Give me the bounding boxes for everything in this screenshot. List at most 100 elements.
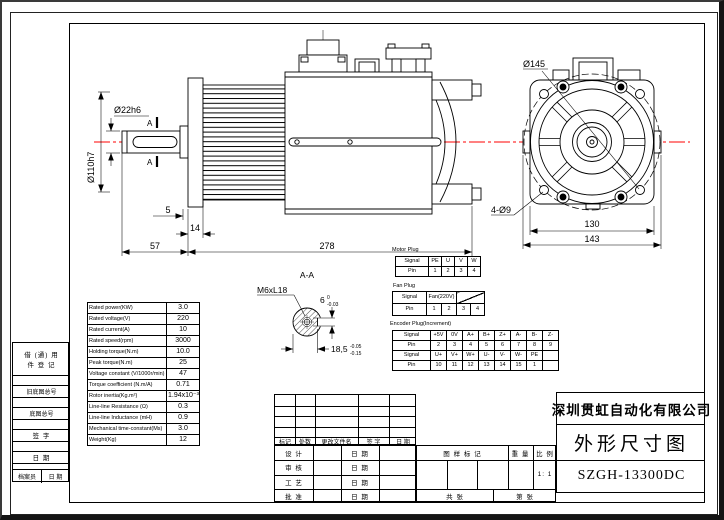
spec-value: 0.9 [166, 412, 200, 424]
review-label: 审 核 [285, 465, 303, 473]
total-sheets-label: 共 张 [446, 494, 464, 501]
borrowed-part-line2: 件 登 记 [27, 362, 56, 369]
borrowed-part-register-label: 借 (通) 用 件 登 记 [13, 343, 70, 375]
spec-label: Voltage constant (V/1000r/min) [87, 368, 167, 380]
spec-label: Weight(Kg) [87, 434, 167, 446]
plug-cell: 5 [478, 340, 495, 351]
table-row: Holding torque(N.m)10.0 [87, 346, 200, 358]
spec-value: 220 [166, 313, 200, 325]
old-base-drawing-no-label: 旧底图总号 [26, 389, 57, 396]
plug-cell: 3 [446, 340, 463, 351]
plug-cell: 1 [426, 303, 442, 316]
archivist-date-label: 日 期 [48, 474, 63, 481]
spec-label: Holding torque(N.m) [87, 346, 167, 358]
spec-label: Mechanical time-constant(Ms) [87, 423, 167, 435]
process-label: 工 艺 [285, 479, 303, 487]
plug-cell: 4 [467, 266, 481, 277]
plug-cell: 7 [510, 340, 527, 351]
plug-cell: 14 [494, 360, 511, 371]
plug-cell: Signal [392, 291, 427, 304]
rev-header-file: 更改文件名 [321, 440, 352, 446]
fan-plug-unused-cell [456, 291, 485, 304]
plug-cell: 0V [446, 330, 463, 341]
table-row: Signal Fan(220V) [392, 291, 485, 304]
spec-value: 47 [166, 368, 200, 380]
table-row: Line-line Resistance (Ω)0.3 [87, 401, 200, 413]
plug-cell: W+ [462, 350, 479, 361]
archivist-label: 档案员 [17, 474, 36, 481]
table-row: Rated speed(rpm)3000 [87, 335, 200, 347]
sheet-number-label: 第 张 [516, 494, 534, 501]
drawing-mark-label: 图 样 标 记 [443, 451, 482, 458]
mark-weight-scale-block: 图 样 标 记 重 量 比 例 1: 1 共 张 第 张 [416, 445, 556, 503]
signature-table: 设 计 日 期 审 核 日 期 工 艺 日 期 批 准 日 期 [274, 445, 416, 502]
spec-value: 3.0 [166, 423, 200, 435]
plug-cell: 10 [430, 360, 447, 371]
plug-cell: 3 [454, 266, 468, 277]
rev-header-sign: 签 字 [366, 440, 381, 446]
rev-header-date: 日 期 [396, 440, 410, 446]
spec-label: Rotor inertia(Kg.m²) [87, 390, 167, 402]
plug-cell: U- [478, 350, 495, 361]
plug-cell: 15 [510, 360, 527, 371]
spec-value: 10 [166, 324, 200, 336]
plug-cell [542, 360, 559, 371]
plug-cell: Z- [542, 330, 559, 341]
plug-cell: 2 [441, 266, 455, 277]
plug-cell: A+ [462, 330, 479, 341]
spec-value: 3.0 [166, 302, 200, 314]
encoder-plug-title: Encoder Plug(Increment) [390, 321, 452, 327]
sheet-outer-border [10, 12, 718, 515]
plug-cell: B- [526, 330, 543, 341]
plug-cell: 6 [494, 340, 511, 351]
spec-value: 1.94x10⁻³ [166, 390, 200, 402]
plug-cell: PE [428, 256, 442, 267]
spec-value: 10.0 [166, 346, 200, 358]
plug-cell: Pin [395, 266, 429, 277]
motor-plug-title: Motor Plug [392, 247, 419, 253]
plug-cell: Pin [392, 303, 427, 316]
table-row: Mechanical time-constant(Ms)3.0 [87, 423, 200, 435]
spec-value: 0.71 [166, 379, 200, 391]
approve-label: 批 准 [285, 493, 303, 501]
plug-cell: 1 [428, 266, 442, 277]
margin-date-label: 日 期 [32, 455, 51, 462]
table-row: Voltage constant (V/1000r/min)47 [87, 368, 200, 380]
spec-value: 12 [166, 434, 200, 446]
revision-table: 标记 处数 更改文件名 签 字 日 期 [274, 394, 416, 446]
plug-cell: U+ [430, 350, 447, 361]
plug-cell: 13 [478, 360, 495, 371]
scale-value: 1: 1 [537, 471, 553, 478]
margin-signature-label: 签 字 [32, 433, 51, 440]
rev-header-mark: 标记 [278, 440, 291, 446]
plug-cell: 4 [470, 303, 485, 316]
design-label: 设 计 [285, 451, 303, 459]
model-number: SZGH-13300DC [577, 468, 686, 483]
fan-plug-title: Fan Plug [393, 283, 416, 289]
plug-cell: Signal [395, 256, 429, 267]
plug-cell: 2 [441, 303, 457, 316]
spec-label: Peak torque(N.m) [87, 357, 167, 369]
approve-date-label: 日 期 [351, 493, 369, 501]
plug-cell: 12 [462, 360, 479, 371]
rev-header-count: 处数 [298, 440, 311, 446]
plug-cell: 1 [526, 360, 543, 371]
spec-label: Line-line Resistance (Ω) [87, 401, 167, 413]
plug-cell: A- [510, 330, 527, 341]
plug-cell: 2 [430, 340, 447, 351]
spec-table: Rated power(KW)3.0 Rated voltage(V)220 R… [87, 302, 200, 446]
plug-cell: +5V [430, 330, 447, 341]
plug-cell: U [441, 256, 455, 267]
weight-label: 重 量 [511, 451, 530, 458]
borrowed-part-line1: 借 (通) 用 [24, 352, 59, 359]
plug-cell: 11 [446, 360, 463, 371]
drawing-title: 外形尺寸图 [573, 433, 689, 455]
plug-cell: Pin [392, 340, 431, 351]
spec-label: Rated voltage(V) [87, 313, 167, 325]
